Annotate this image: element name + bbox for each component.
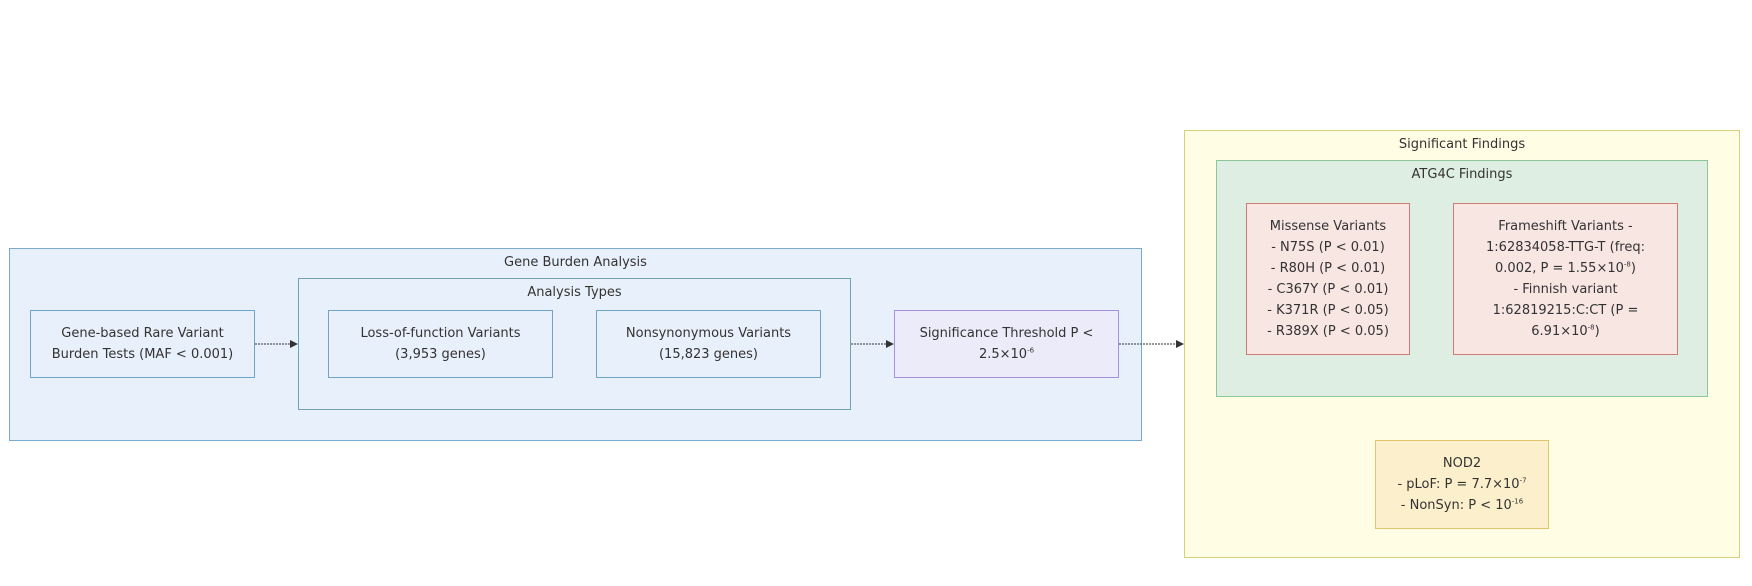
nod2-nonsyn-line: - NonSyn: P < 10-16	[1401, 495, 1523, 516]
lof-line-1: Loss-of-function Variants	[360, 326, 521, 341]
missense-variants-node: Missense Variants - N75S (P < 0.01) - R8…	[1246, 203, 1410, 355]
frameshift-line-6-exponent: -8	[1587, 323, 1595, 332]
nod2-node: NOD2 - pLoF: P = 7.7×10-7 - NonSyn: P < …	[1375, 440, 1549, 529]
gene-based-burden-tests-node: Gene-based Rare Variant Burden Tests (MA…	[30, 310, 255, 378]
analysis-types-title: Analysis Types	[527, 285, 622, 300]
nonsynonymous-node: Nonsynonymous Variants (15,823 genes)	[596, 310, 821, 378]
missense-line-5: - K371R (P < 0.05)	[1267, 303, 1389, 318]
frameshift-line-3-text: 0.002, P = 1.55×10	[1495, 261, 1624, 276]
nod2-nonsyn-exponent: -16	[1511, 497, 1524, 506]
frameshift-line-6-text: 6.91×10	[1531, 324, 1588, 339]
nonsyn-line-1: Nonsynonymous Variants	[625, 326, 792, 341]
missense-line-3: - R80H (P < 0.01)	[1270, 261, 1386, 276]
missense-line-2: - N75S (P < 0.01)	[1271, 240, 1385, 255]
threshold-line-1: Significance Threshold P <	[919, 326, 1094, 341]
nonsyn-line-2: (15,823 genes)	[658, 347, 759, 362]
lof-line-2: (3,953 genes)	[395, 347, 486, 362]
gene-based-line-1: Gene-based Rare Variant	[61, 326, 224, 341]
gene-based-line-2: Burden Tests (MAF < 0.001)	[51, 347, 234, 362]
frameshift-line-3-exponent: -8	[1623, 260, 1631, 269]
missense-line-1: Missense Variants	[1269, 219, 1387, 234]
gene-burden-analysis-title: Gene Burden Analysis	[504, 255, 647, 270]
frameshift-line-4: - Finnish variant	[1513, 282, 1618, 297]
frameshift-line-2: 1:62834058-TTG-T (freq:	[1486, 240, 1645, 255]
missense-line-6: - R389X (P < 0.05)	[1267, 324, 1389, 339]
nod2-nonsyn-text: - NonSyn: P < 10	[1400, 498, 1512, 513]
threshold-line-2: 2.5×10-6	[979, 344, 1034, 365]
frameshift-line-1: Frameshift Variants -	[1498, 219, 1633, 234]
threshold-base: 2.5×10	[978, 347, 1028, 362]
frameshift-line-3-close: )	[1630, 261, 1636, 276]
frameshift-line-3: 0.002, P = 1.55×10-8)	[1495, 258, 1636, 279]
nod2-plof-exponent: -7	[1519, 476, 1527, 485]
nod2-plof-text: - pLoF: P = 7.7×10	[1397, 477, 1520, 492]
frameshift-line-5: 1:62819215:C:CT (P =	[1492, 303, 1639, 318]
nod2-title: NOD2	[1442, 456, 1482, 471]
frameshift-variants-node: Frameshift Variants - 1:62834058-TTG-T (…	[1453, 203, 1678, 355]
significant-findings-title: Significant Findings	[1398, 137, 1526, 152]
frameshift-line-6: 6.91×10-8)	[1531, 321, 1599, 342]
threshold-exponent: -6	[1027, 346, 1035, 355]
frameshift-line-6-close: )	[1594, 324, 1600, 339]
significance-threshold-node: Significance Threshold P < 2.5×10-6	[894, 310, 1119, 378]
atg4c-findings-title: ATG4C Findings	[1411, 167, 1513, 182]
missense-line-4: - C367Y (P < 0.01)	[1267, 282, 1389, 297]
nod2-plof-line: - pLoF: P = 7.7×10-7	[1397, 474, 1526, 495]
loss-of-function-node: Loss-of-function Variants (3,953 genes)	[328, 310, 553, 378]
